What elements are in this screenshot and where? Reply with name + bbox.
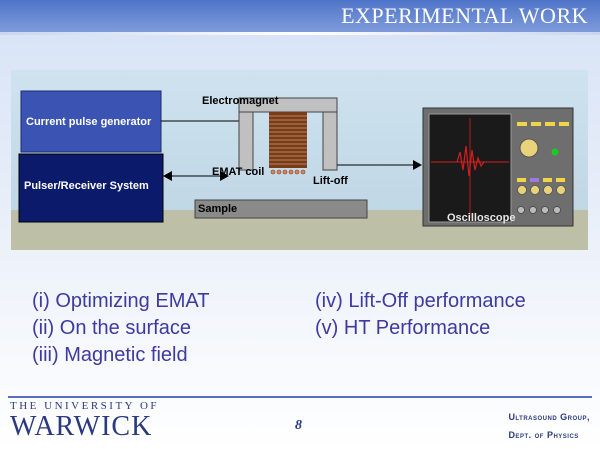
- bullet-item: (iv) Lift-Off performance: [315, 290, 526, 312]
- bullet-item: (iii) Magnetic field: [32, 344, 188, 366]
- scope-connectors: [517, 206, 561, 214]
- header-bar: EXPERIMENTAL WORK: [0, 0, 600, 32]
- signal-waveform: [456, 145, 485, 177]
- header-divider: [0, 32, 600, 35]
- scope-knob: [517, 185, 527, 195]
- bullet-list-left: (i) Optimizing EMAT (ii) On the surface …: [32, 288, 209, 369]
- scope-knob: [530, 185, 540, 195]
- scope-button: [517, 122, 527, 126]
- footer-divider: [8, 396, 592, 398]
- university-name-small: THE UNIVERSITY OF: [10, 400, 160, 412]
- arrow-to-scope-head: [413, 160, 422, 170]
- electromagnet-label: Electromagnet: [202, 95, 279, 107]
- scope-led: [551, 148, 559, 156]
- scope-button: [530, 178, 539, 182]
- emat-coil-label: EMAT coil: [212, 166, 265, 178]
- page-number: 8: [295, 418, 302, 433]
- bullet-item: (v) HT Performance: [315, 317, 491, 339]
- oscilloscope-label: Oscilloscope: [447, 212, 516, 224]
- pulser-receiver-box: [18, 153, 164, 223]
- scope-button: [556, 178, 565, 182]
- bullet-item: (i) Optimizing EMAT: [32, 290, 210, 312]
- scope-knob: [556, 185, 566, 195]
- sample-plate: [194, 199, 368, 219]
- bullet-list-right: (iv) Lift-Off performance (v) HT Perform…: [315, 288, 526, 342]
- scope-button: [545, 122, 555, 126]
- page-title: EXPERIMENTAL WORK: [341, 3, 588, 28]
- university-logo-text: WARWICK: [10, 411, 153, 442]
- arrow-coil-left-head: [163, 171, 172, 181]
- scope-knob: [543, 185, 553, 195]
- sample-label: Sample: [198, 203, 238, 215]
- emat-coil-turns: [270, 169, 306, 175]
- current-pulse-generator-box: [20, 90, 162, 153]
- magnet-pole-right: [322, 111, 338, 171]
- group-line: Ultrasound Group,: [508, 412, 590, 422]
- group-affiliation: Ultrasound Group, Dept. of Physics: [508, 408, 590, 444]
- scope-button: [543, 178, 552, 182]
- scope-button: [531, 122, 541, 126]
- scope-button: [517, 178, 526, 182]
- pulser-receiver-label: Pulser/Receiver System: [24, 180, 149, 192]
- scope-button: [559, 122, 569, 126]
- experiment-diagram: Current pulse generator Pulser/Receiver …: [11, 70, 588, 250]
- coil-windings: [269, 115, 307, 165]
- lift-off-label: Lift-off: [313, 175, 348, 187]
- arrow-coil-right-head: [220, 171, 229, 181]
- bullet-item: (ii) On the surface: [32, 317, 191, 339]
- current-pulse-generator-label: Current pulse generator: [26, 116, 152, 128]
- magnet-pole-left: [238, 111, 254, 171]
- diagram-graphics: [11, 90, 588, 250]
- group-line: Dept. of Physics: [508, 430, 579, 440]
- scope-knob: [519, 138, 539, 158]
